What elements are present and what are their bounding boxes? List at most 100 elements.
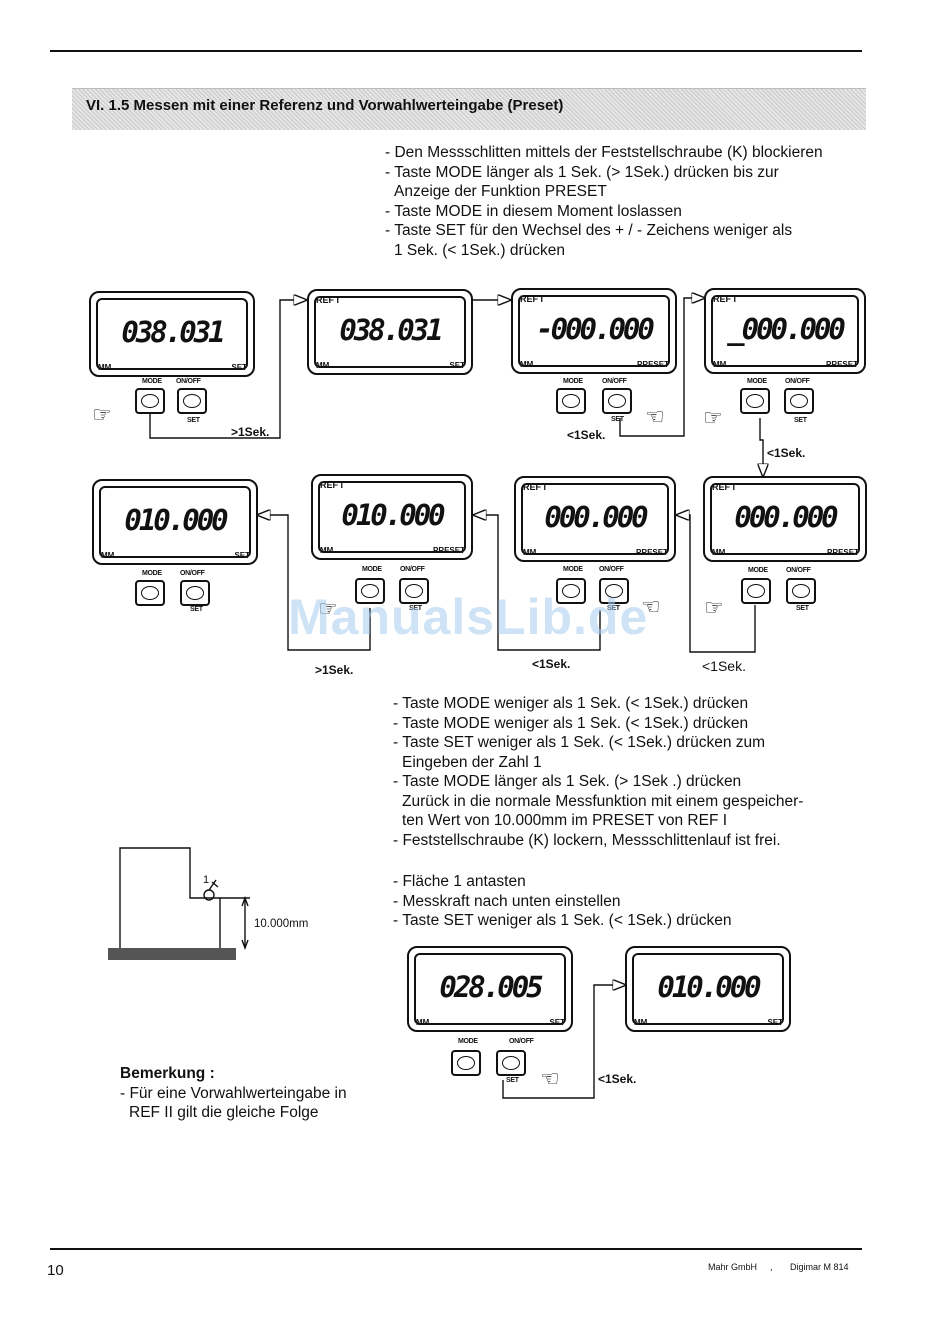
mode-button[interactable] [451, 1050, 481, 1076]
ref-label: REF I [316, 295, 340, 305]
button-group: MODE ON/OFF SET [737, 377, 817, 437]
button-group: MODE ON/OFF SET [553, 565, 633, 625]
touch-line: - Taste SET weniger als 1 Sek. (< 1Sek.)… [393, 912, 732, 929]
unit-label: MM [523, 548, 537, 557]
timing-label: >1Sek. [315, 663, 354, 677]
mode-label: PRESET [826, 548, 859, 557]
mode-button-label: MODE [458, 1038, 478, 1045]
mode-label: PRESET [825, 360, 858, 369]
measurement-sketch [108, 847, 250, 960]
unit-label: MM [416, 1018, 430, 1027]
mode-button[interactable] [135, 580, 165, 606]
lcd-display: 010.000 MM SET [92, 479, 258, 565]
mode-button-label: MODE [747, 378, 767, 385]
onoff-set-button[interactable] [786, 578, 816, 604]
onoff-button-label: ON/OFF [599, 566, 624, 573]
timing-label: >1Sek. [231, 425, 270, 439]
display-value: 010.000 [124, 503, 228, 537]
mode-button[interactable] [135, 388, 165, 414]
lcd-display: REF I 038.031 MM SET [307, 289, 473, 375]
onoff-button-label: ON/OFF [400, 566, 425, 573]
lcd-display: REF I 000.000 MM PRESET [514, 476, 676, 562]
intro-line: Anzeige der Funktion PRESET [394, 183, 607, 200]
mode-button[interactable] [556, 578, 586, 604]
remark: Bemerkung : - Für eine Vorwahlwerteingab… [120, 1064, 347, 1123]
timing-label: <1Sek. [767, 446, 806, 460]
unit-label: MM [320, 546, 334, 555]
set-button-label: SET [611, 416, 624, 423]
step-line: - Taste SET weniger als 1 Sek. (< 1Sek.)… [393, 734, 766, 751]
unit-label: MM [98, 363, 112, 372]
step-line: ten Wert von 10.000mm im PRESET von REF … [402, 812, 728, 829]
ref-label: REF I [523, 482, 547, 492]
onoff-button-label: ON/OFF [176, 378, 201, 385]
unit-label: MM [316, 361, 330, 370]
button-group: MODE ON/OFF SET [738, 566, 818, 626]
button-group: MODE ON/OFF SET [553, 377, 633, 437]
onoff-set-button[interactable] [177, 388, 207, 414]
unit-label: MM [101, 551, 115, 560]
mode-button-label: MODE [748, 567, 768, 574]
remark-title: Bemerkung : [120, 1065, 215, 1082]
mode-label: PRESET [635, 548, 668, 557]
display-value: 038.031 [121, 315, 225, 349]
button-group: MODE ON/OFF SET [448, 1037, 534, 1097]
onoff-set-button[interactable] [599, 578, 629, 604]
display-value: 000.000 [734, 500, 838, 534]
display-value: 010.000 [657, 970, 761, 1004]
pointing-hand-icon: ☜ [540, 1066, 560, 1091]
unit-label: MM [713, 360, 727, 369]
section-header-bar [72, 88, 866, 130]
display-value: -000.000 [536, 312, 655, 346]
step-line: Zurück in die normale Messfunktion mit e… [402, 792, 804, 810]
set-button-label: SET [409, 605, 422, 612]
display-value: 038.031 [339, 313, 443, 347]
onoff-button-label: ON/OFF [785, 378, 810, 385]
lcd-display: 010.000 MM SET [625, 946, 791, 1032]
lcd-display: REF I 000.000 MM PRESET [703, 476, 867, 562]
page-number: 10 [47, 1262, 64, 1279]
touch-instructions: - Fläche 1 antasten - Messkraft nach unt… [393, 872, 731, 931]
intro-line: 1 Sek. (< 1Sek.) drücken [394, 241, 566, 259]
step-line: - Taste MODE länger als 1 Sek. (> 1Sek .… [393, 773, 742, 790]
lcd-display: 028.005 MM SET [407, 946, 573, 1032]
display-value: 010.000 [341, 498, 445, 532]
sketch-dimension-label: 10.000mm [254, 918, 309, 930]
remark-line: - Für eine Vorwahlwerteingabe in [120, 1084, 347, 1102]
mode-label: SET [234, 551, 250, 560]
display-value: 000.000 [544, 500, 648, 534]
pointing-hand-icon: ☞ [704, 595, 724, 620]
onoff-set-button[interactable] [399, 578, 429, 604]
mode-button[interactable] [355, 578, 385, 604]
set-button-label: SET [187, 417, 200, 424]
mode-button[interactable] [741, 578, 771, 604]
onoff-button-label: ON/OFF [786, 567, 811, 574]
timing-label: <1Sek. [598, 1072, 637, 1086]
ref-label: REF I [713, 294, 737, 304]
mode-button[interactable] [740, 388, 770, 414]
pointing-hand-icon: ☞ [92, 402, 112, 427]
ref-label: REF I [712, 482, 736, 492]
mode-button[interactable] [556, 388, 586, 414]
onoff-set-button[interactable] [602, 388, 632, 414]
mode-label: SET [767, 1018, 783, 1027]
ref-label: REF I [520, 294, 544, 304]
set-button-label: SET [190, 606, 203, 613]
set-button-label: SET [794, 417, 807, 424]
watermark: ManualsLib.de [288, 589, 649, 645]
onoff-set-button[interactable] [180, 580, 210, 606]
timing-label: <1Sek. [702, 658, 746, 674]
unit-label: MM [634, 1018, 648, 1027]
onoff-set-button[interactable] [784, 388, 814, 414]
lcd-display: 038.031 MM SET [89, 291, 255, 377]
pointing-hand-icon: ☜ [641, 594, 661, 619]
unit-label: MM [520, 360, 534, 369]
steps-instructions: - Taste MODE weniger als 1 Sek. (< 1Sek.… [393, 694, 803, 850]
button-group: MODE ON/OFF SET [132, 569, 212, 629]
mode-label: PRESET [636, 360, 669, 369]
display-value: 028.005 [439, 970, 543, 1004]
display-value: _000.000 [727, 312, 846, 346]
button-group: MODE ON/OFF SET [132, 377, 212, 437]
onoff-set-button[interactable] [496, 1050, 526, 1076]
intro-line: - Taste MODE in diesem Moment loslassen [385, 202, 682, 220]
